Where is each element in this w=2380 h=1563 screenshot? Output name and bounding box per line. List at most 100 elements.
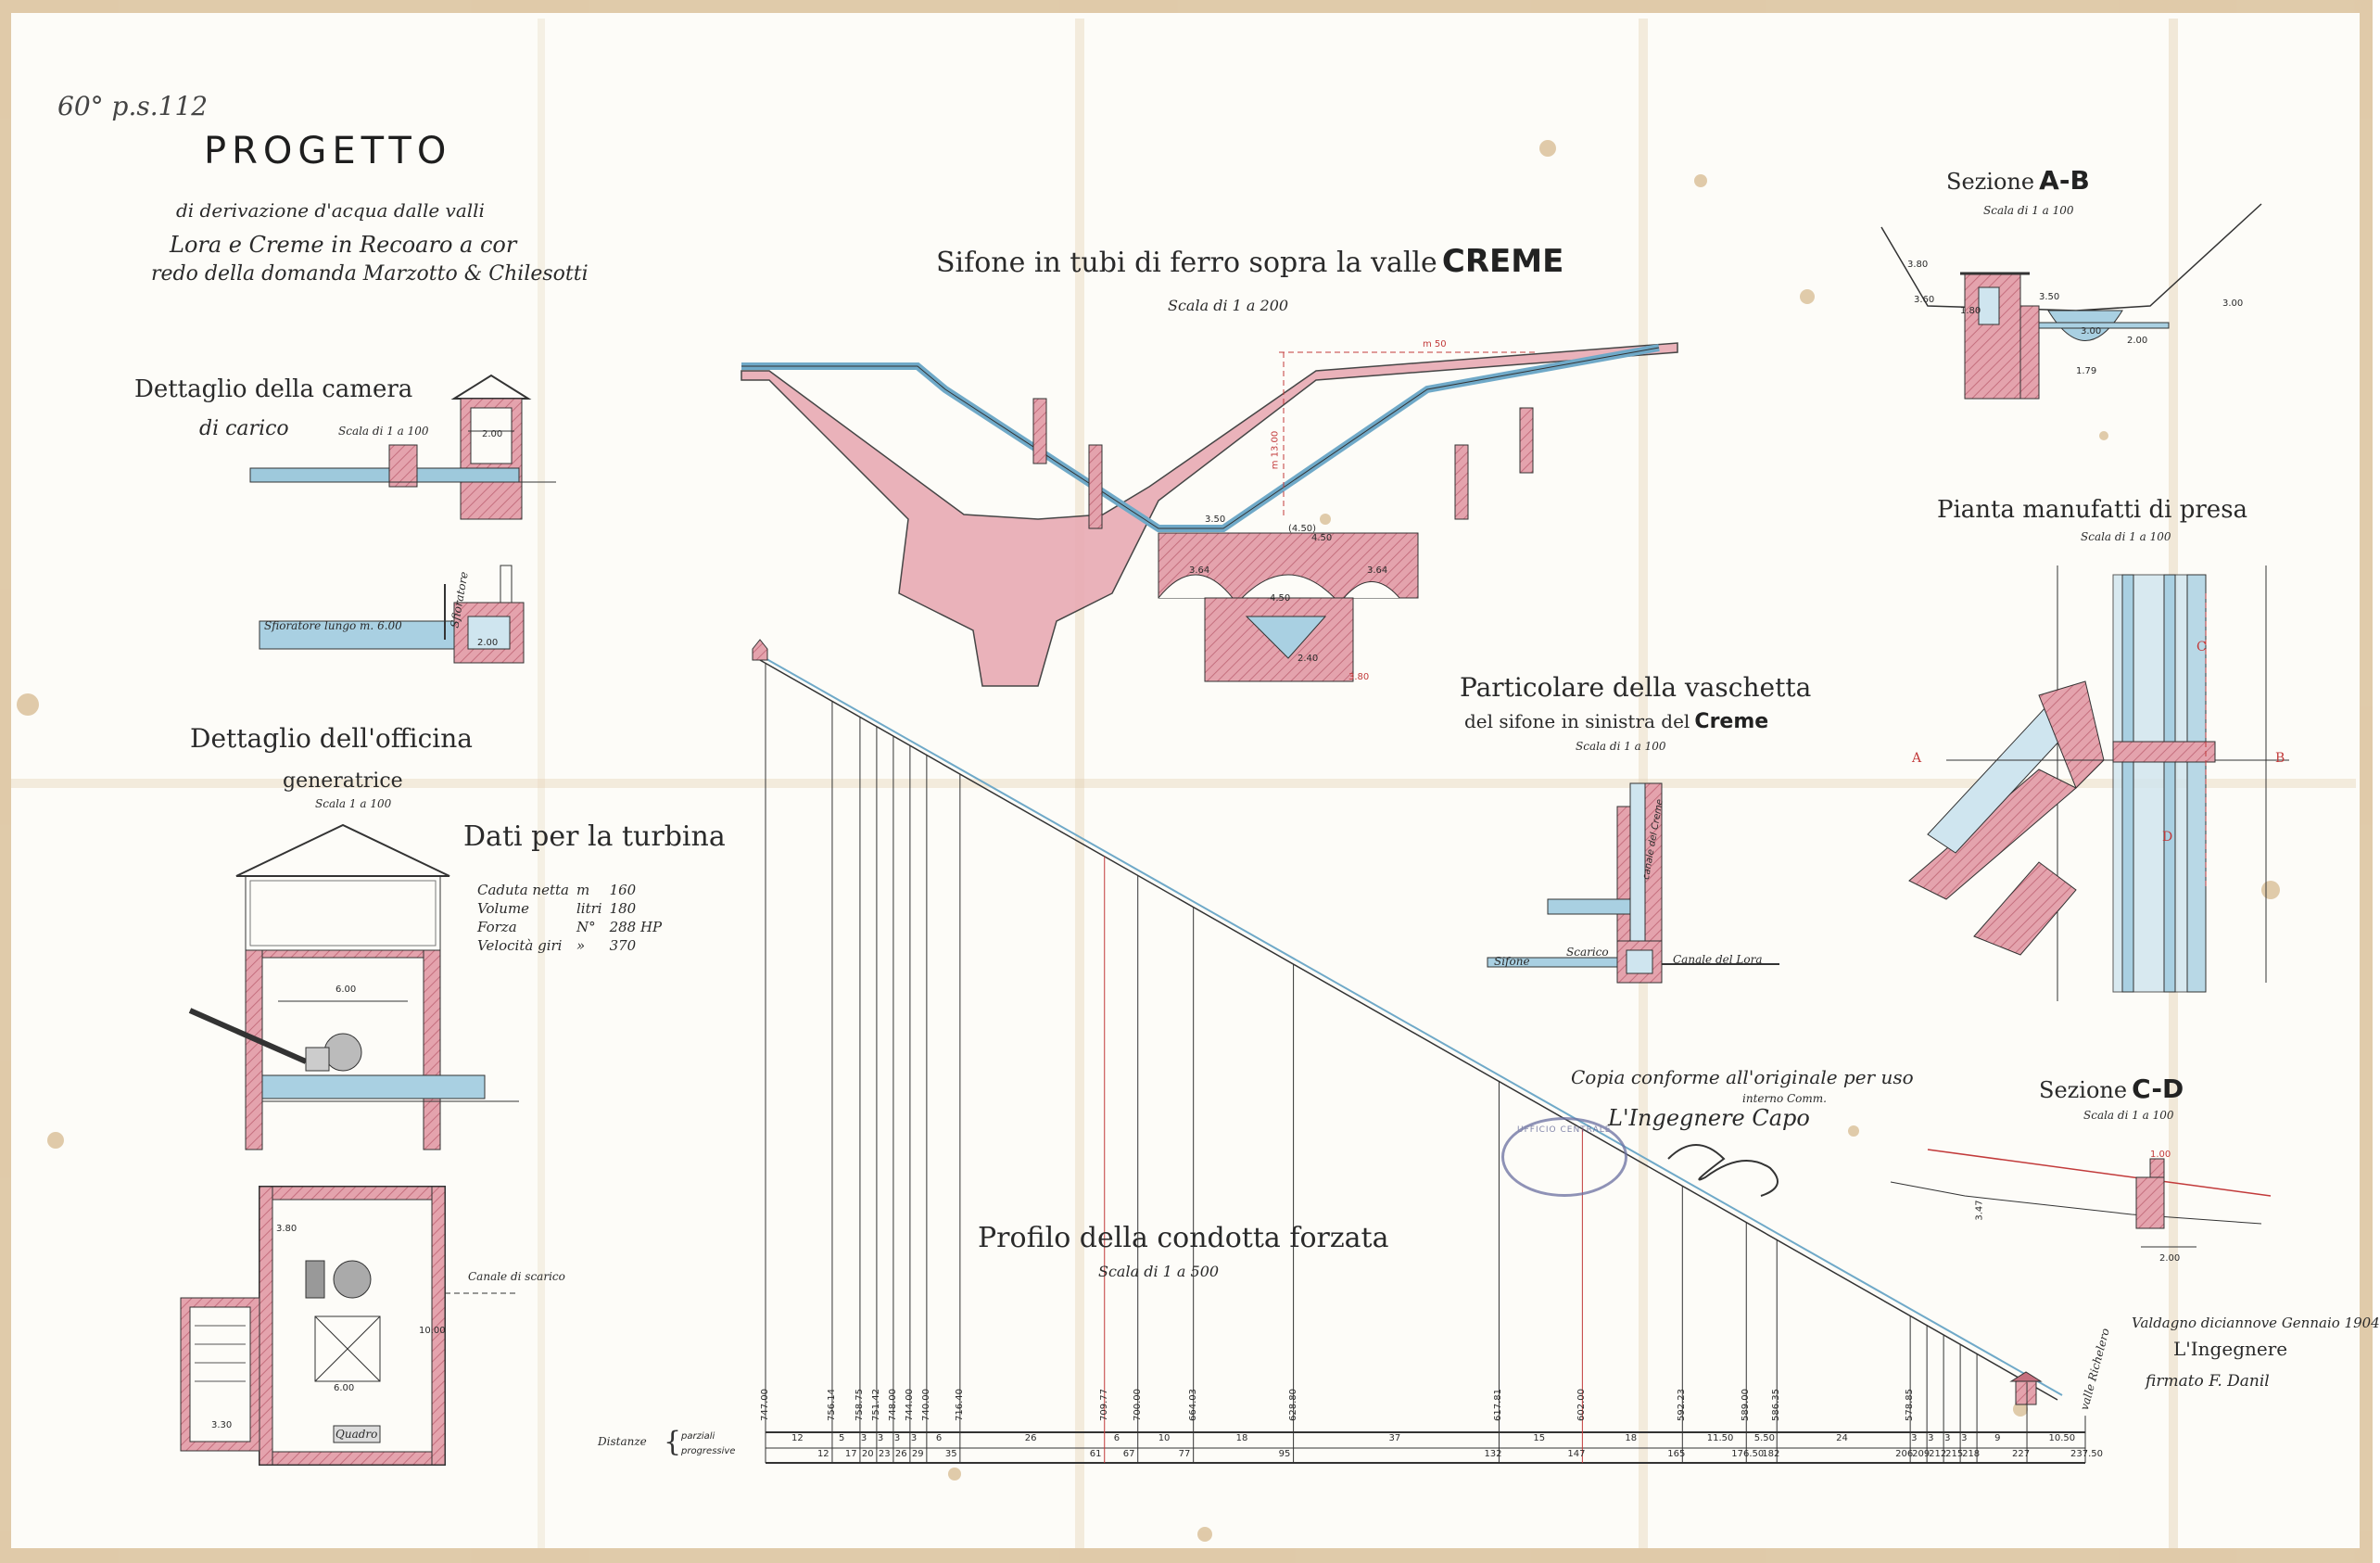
profilo-title: Profilo della condotta forzata bbox=[978, 1222, 1389, 1254]
vaschetta-sifone: Sifone bbox=[1494, 955, 1530, 968]
turbina-unit: N° bbox=[576, 919, 596, 935]
profile-partial-distance: 3 bbox=[877, 1433, 884, 1443]
sezione-ab-dim-2: 3.60 bbox=[1914, 295, 1935, 305]
camera-section-drawing bbox=[249, 374, 556, 520]
official-stamp: UFFICIO CENTRALE bbox=[1501, 1117, 1627, 1197]
profile-partial-distance: 37 bbox=[1388, 1433, 1401, 1443]
vaschetta-scarico: Scarico bbox=[1566, 946, 1609, 959]
sifone-title-prefix: Sifone in tubi di ferro sopra la valle bbox=[936, 247, 1437, 279]
sifone-dim-8: (4.50) bbox=[1288, 524, 1317, 534]
sifone-title: Sifone in tubi di ferro sopra la valle C… bbox=[936, 243, 1563, 280]
sezione-ab-title-prefix: Sezione bbox=[1946, 169, 2035, 195]
turbina-title: Dati per la turbina bbox=[463, 820, 726, 853]
turbina-unit: m bbox=[576, 882, 590, 898]
profile-ordinates bbox=[765, 663, 2086, 1463]
profile-elevation: 751.42 bbox=[870, 1389, 881, 1421]
camera-scale: Scala di 1 a 100 bbox=[338, 425, 429, 438]
sifone-dim-4: 3.64 bbox=[1367, 565, 1388, 576]
turbina-label: Velocità giri bbox=[477, 937, 563, 954]
profile-partial-distance: 5.50 bbox=[1753, 1433, 1775, 1443]
sifone-dim-2: 4.50 bbox=[1311, 533, 1333, 543]
camera-dim: 2.00 bbox=[482, 429, 503, 439]
camera-plan-drawing bbox=[259, 565, 525, 664]
sezione-ab-dim-4: 3.50 bbox=[2039, 292, 2060, 302]
profile-elevation: 716.40 bbox=[954, 1389, 965, 1421]
vaschetta-drawing bbox=[1487, 782, 1779, 984]
officina-plan-dim-3: 6.00 bbox=[334, 1383, 355, 1393]
profile-progressive-distance: 176.50 bbox=[1731, 1449, 1765, 1459]
profile-progressive-distance: 77 bbox=[1178, 1449, 1191, 1459]
profile-progressive-distance: 147 bbox=[1567, 1449, 1586, 1459]
signature-date: Valdagno diciannove Gennaio 1904 bbox=[2132, 1315, 2380, 1331]
profile-elevation: 578.85 bbox=[1905, 1389, 1916, 1421]
turbina-label: Caduta netta bbox=[477, 882, 569, 898]
profile-elevation: 747.00 bbox=[760, 1389, 770, 1421]
profile-elevation: 758.75 bbox=[854, 1389, 865, 1421]
pianta-label-a: A bbox=[1912, 751, 1922, 766]
sifone-span-dim: m 50 bbox=[1423, 339, 1447, 349]
profile-progressive-distance: 132 bbox=[1484, 1449, 1502, 1459]
pianta-title: Pianta manufatti di presa bbox=[1937, 496, 2248, 524]
profile-progressive-distance: 95 bbox=[1278, 1449, 1291, 1459]
vaschetta-scale: Scala di 1 a 100 bbox=[1576, 740, 1666, 753]
profile-progressive-distance: 67 bbox=[1122, 1449, 1135, 1459]
pianta-label-d: D bbox=[2162, 830, 2173, 845]
profile-partial-distance: 3 bbox=[910, 1433, 918, 1443]
sezione-ab-scale: Scala di 1 a 100 bbox=[1983, 204, 2074, 217]
officina-plan-dim-4: 3.30 bbox=[211, 1420, 233, 1430]
profile-elevation: 744.00 bbox=[904, 1389, 915, 1421]
vaschetta-subtitle-bold: Creme bbox=[1694, 710, 1769, 733]
profile-progressive-distance: 218 bbox=[1962, 1449, 1981, 1459]
stamp-text: UFFICIO CENTRALE bbox=[1517, 1125, 1612, 1135]
profile-partial-distance: 3 bbox=[1928, 1433, 1934, 1443]
profile-progressive-distance: 165 bbox=[1667, 1449, 1686, 1459]
camera-sfioratore-lungo: Sfioratore lungo m. 6.00 bbox=[264, 619, 402, 632]
profilo-brace: { bbox=[664, 1426, 682, 1458]
subtitle-line-3: redo della domanda Marzotto & Chilesotti bbox=[151, 262, 589, 286]
profile-partial-distance: 26 bbox=[1024, 1433, 1037, 1443]
sezione-cd-title-prefix: Sezione bbox=[2039, 1077, 2128, 1103]
profilo-parziali: parziali bbox=[681, 1431, 715, 1442]
vaschetta-title: Particolare della vaschetta bbox=[1460, 672, 1812, 703]
sezione-ab-dim-5: 3.00 bbox=[2081, 326, 2102, 337]
officina-width-dim: 6.00 bbox=[335, 985, 357, 995]
profile-progressive-distance: 26 bbox=[894, 1449, 907, 1459]
sifone-drawing bbox=[741, 342, 1678, 687]
pianta-scale: Scala di 1 a 100 bbox=[2081, 530, 2171, 543]
sezione-cd-title-bold: C-D bbox=[2132, 1074, 2184, 1104]
profile-progressive-distance: 227 bbox=[2012, 1449, 2031, 1459]
profile-elevation: 709.77 bbox=[1098, 1389, 1109, 1421]
sezione-ab-dim-7: 1.79 bbox=[2076, 366, 2097, 376]
officina-canale-scarico: Canale di scarico bbox=[468, 1270, 565, 1283]
profile-partial-distance: 12 bbox=[791, 1433, 804, 1443]
sezione-cd-dim-3: 1.00 bbox=[2150, 1150, 2171, 1160]
profile-partial-distance: 9 bbox=[1994, 1433, 2001, 1443]
officina-plan-drawing bbox=[180, 1186, 519, 1466]
signature-flourish bbox=[1667, 1144, 1779, 1197]
profilo-scale: Scala di 1 a 500 bbox=[1098, 1263, 1220, 1280]
profile-progressive-distance: 212 bbox=[1929, 1449, 1947, 1459]
profile-elevation: 700.00 bbox=[1132, 1389, 1143, 1421]
turbina-row: Caduta netta m 160 bbox=[477, 881, 669, 899]
officina-title: Dettaglio dell'officina bbox=[190, 723, 473, 754]
profile-partial-distance: 10 bbox=[1158, 1433, 1171, 1443]
profile-progressive-distance: 12 bbox=[817, 1449, 829, 1459]
sezione-ab-drawing bbox=[1880, 203, 2262, 400]
camera-plan-dim: 2.00 bbox=[477, 638, 499, 648]
profile-partial-distance: 6 bbox=[935, 1433, 943, 1443]
profile-elevation: 617.81 bbox=[1493, 1389, 1504, 1421]
turbina-value: 288 HP bbox=[609, 919, 663, 935]
turbina-value: 160 bbox=[609, 882, 637, 898]
profile-progressive-distance: 17 bbox=[844, 1449, 857, 1459]
profile-progressive-distance: 23 bbox=[878, 1449, 891, 1459]
sifone-title-bold: CREME bbox=[1441, 243, 1564, 280]
vaschetta-subtitle: del sifone in sinistra del Creme bbox=[1464, 710, 1768, 733]
profile-partial-distance: 10.50 bbox=[2048, 1433, 2076, 1443]
profile-elevation: 602.00 bbox=[1576, 1389, 1588, 1421]
turbina-label: Forza bbox=[477, 919, 517, 935]
profilo-drawing bbox=[752, 639, 2086, 1464]
sezione-cd-drawing bbox=[1890, 1149, 2272, 1248]
sezione-cd-scale: Scala di 1 a 100 bbox=[2083, 1109, 2174, 1122]
